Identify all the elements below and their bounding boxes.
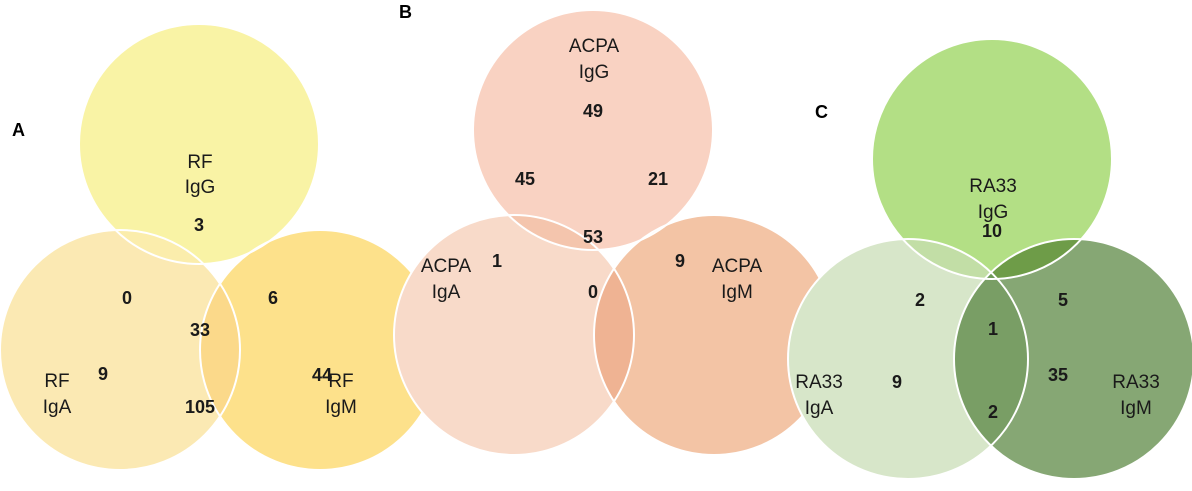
count-top-right: 21 [648,169,668,189]
set-label-left-line1: RF [44,371,69,392]
count-top: 3 [194,215,204,235]
circle-left [0,230,240,470]
count-top-left: 45 [515,169,535,189]
set-label-left-line2: IgA [432,282,461,303]
circle-left [788,239,1028,479]
set-label-top-line2: IgG [185,177,216,198]
venn-panel-a: A RF IgG RF IgA RF IgM 3 9 44 0 6 105 33 [0,23,441,471]
count-center: 53 [583,227,603,247]
count-left-right: 2 [988,402,998,422]
set-label-top-line1: ACPA [569,36,620,57]
count-top-left: 0 [122,288,132,308]
count-left: 9 [892,372,902,392]
count-top: 49 [583,101,603,121]
count-top-left: 2 [915,290,925,310]
set-label-right-line2: IgM [325,397,357,418]
count-center: 33 [190,320,210,340]
circle-right [594,215,834,455]
circle-top [79,24,319,264]
set-label-top-line2: IgG [978,202,1009,223]
count-left: 9 [98,364,108,384]
set-label-right-line1: ACPA [712,256,763,277]
count-top-right: 6 [268,288,278,308]
set-label-left-line2: IgA [805,398,834,419]
count-right: 44 [312,365,332,385]
panel-letter: C [815,102,828,122]
set-label-top-line1: RF [187,152,212,173]
count-top: 10 [982,221,1002,241]
count-left-right: 105 [185,397,215,417]
count-right: 35 [1048,365,1068,385]
set-label-right-line2: IgM [721,282,753,303]
count-left: 1 [492,251,502,271]
count-center: 1 [988,319,998,339]
circle-top [473,10,713,250]
set-label-right-line1: RF [328,371,353,392]
set-label-left-line1: ACPA [421,256,472,277]
panel-letter: A [12,120,25,140]
circle-right [200,230,440,470]
circle-left [394,215,634,455]
count-right: 9 [675,251,685,271]
set-label-right-line1: RA33 [1112,372,1160,393]
set-label-left-line1: RA33 [795,372,843,393]
set-label-top-line2: IgG [579,62,610,83]
set-label-right-line2: IgM [1120,398,1152,419]
count-top-right: 5 [1058,290,1068,310]
set-label-top-line1: RA33 [969,176,1017,197]
count-left-right: 0 [588,282,598,302]
panel-letter: B [399,2,412,22]
set-label-left-line2: IgA [43,397,72,418]
circle-right [954,239,1192,479]
venn-panel-b: B ACPA IgG ACPA IgA ACPA IgM 49 1 9 45 21 0 53 [393,2,835,456]
circle-top [872,39,1112,279]
